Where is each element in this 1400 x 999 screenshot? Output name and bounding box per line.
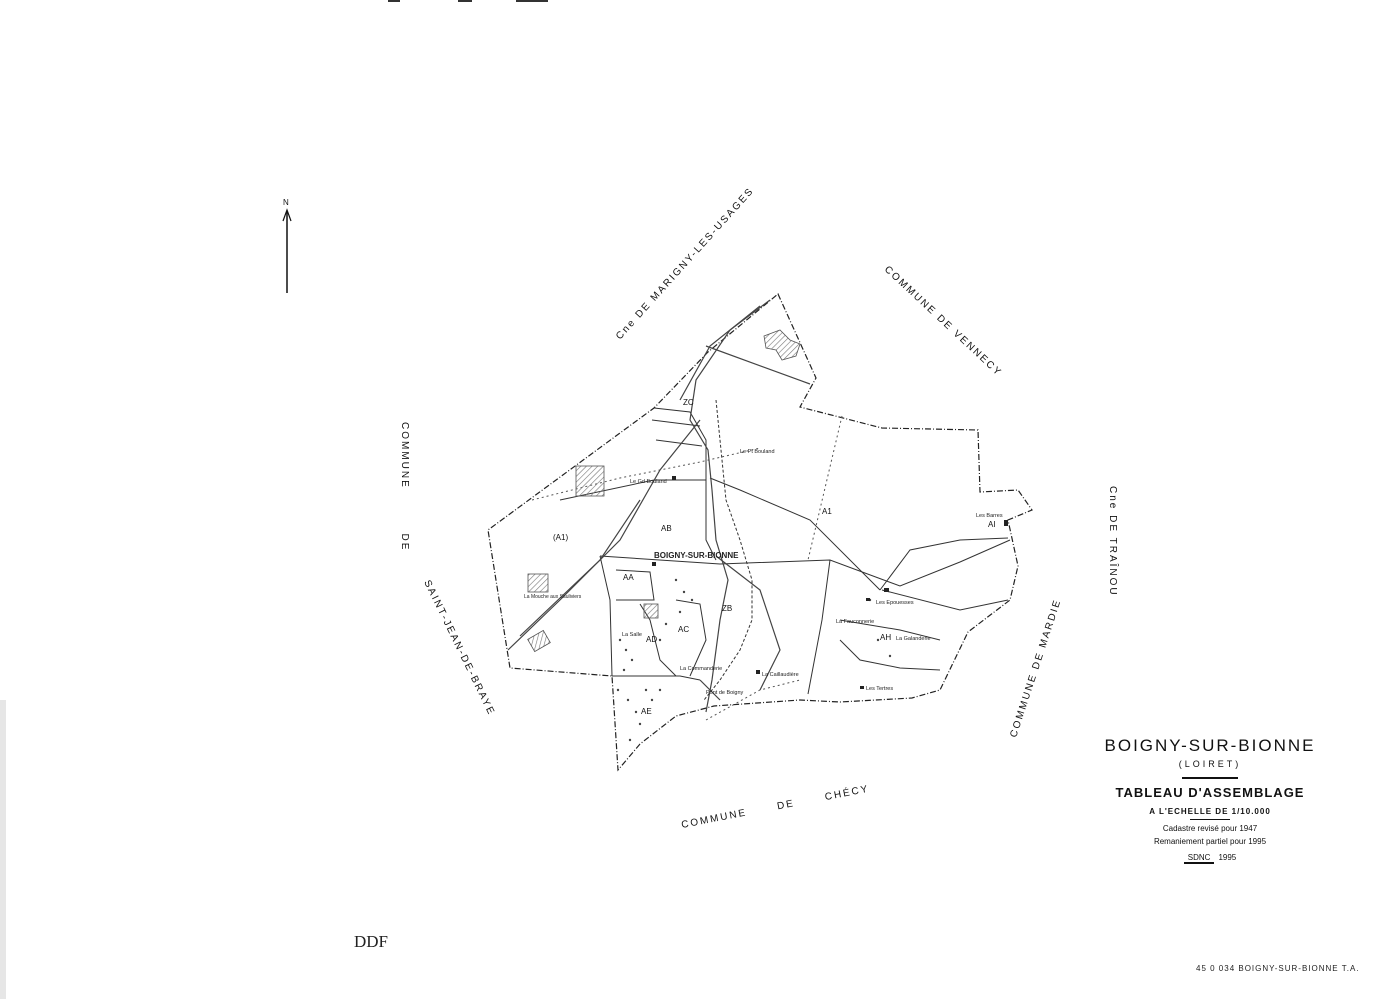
- place-label: La Caillaudière: [762, 672, 799, 678]
- hatched-parcels: [527, 329, 801, 653]
- label-trainou: Cne DE TRAÎNOU: [1107, 486, 1120, 597]
- sdnc-year: 1995: [1218, 853, 1237, 862]
- section-label: ZB: [722, 604, 732, 613]
- commune-boundary: [487, 293, 1033, 772]
- river-bionne: [703, 399, 753, 701]
- place-label: La Galanderie: [896, 636, 931, 642]
- label-stjean-top: COMMUNE DE: [399, 422, 410, 551]
- place-label: La Salle: [622, 632, 642, 638]
- cartouche: BOIGNY-SUR-BIONNE (LOIRET) TABLEAU D'ASS…: [1070, 736, 1350, 864]
- place-label: Le Pt Bouland: [740, 449, 775, 455]
- section-label: AI: [988, 520, 996, 529]
- label-vennecy: COMMUNE DE VENNECY: [882, 264, 1004, 379]
- place-labels: BOIGNY-SUR-BIONNE Le Pt Bouland Le Gd Bo…: [524, 449, 1003, 696]
- place-label: Les Epouesses: [876, 600, 914, 606]
- section-label: AA: [623, 573, 634, 582]
- map-title: BOIGNY-SUR-BIONNE: [1104, 736, 1316, 755]
- place-label: La Commanderie: [680, 666, 722, 672]
- corner-mark: DDF: [354, 932, 389, 951]
- section-label: A1: [822, 507, 832, 516]
- north-arrow-label: N: [283, 198, 289, 207]
- place-label: Le Gd Bouland: [630, 479, 667, 485]
- scale-rule: [1190, 819, 1230, 820]
- section-label: ZC: [683, 398, 694, 407]
- section-label: AE: [641, 707, 652, 716]
- label-mardie: COMMUNE DE MARDIE: [1008, 598, 1063, 739]
- map-scale: A L'ECHELLE DE 1/10.000: [1149, 807, 1271, 816]
- section-label: AB: [661, 524, 672, 533]
- place-bourg: BOIGNY-SUR-BIONNE: [654, 551, 739, 560]
- label-marigny: Cne DE MARIGNY-LES-USAGES: [614, 185, 757, 342]
- built-up-area: [616, 578, 892, 742]
- roads: [507, 299, 811, 713]
- place-label: La Fauconnerie: [836, 619, 874, 625]
- place-label: Les Tertres: [866, 686, 893, 692]
- section-label: AH: [880, 633, 891, 642]
- revision-note: Cadastre revisé pour 1947: [1162, 824, 1258, 833]
- place-label: Les Barres: [976, 513, 1003, 519]
- title-rule: [1182, 777, 1238, 779]
- buildings: [652, 476, 1008, 689]
- remaniement-note: Remaniement partiel pour 1995: [1153, 837, 1267, 846]
- department: (LOIRET): [1178, 759, 1242, 769]
- sheet-reference: 45 0 034 BOIGNY-SUR-BIONNE T.A.: [1196, 964, 1360, 973]
- section-label: AC: [678, 625, 689, 634]
- map-subtitle: TABLEAU D'ASSEMBLAGE: [1115, 785, 1305, 800]
- sdnc-mark: SDNC: [1183, 853, 1215, 864]
- north-arrow-icon: N: [282, 198, 292, 293]
- section-label: (A1): [553, 533, 568, 542]
- place-label: La Mouche aux Sauliviers: [524, 594, 582, 600]
- commune-labels: Cne DE MARIGNY-LES-USAGES COMMUNE DE VEN…: [399, 185, 1120, 831]
- label-checy: COMMUNE DE CHÉCY: [680, 782, 870, 831]
- scan-edge-shading: [0, 700, 6, 999]
- label-stjean: SAINT-JEAN-DE-BRAYE: [421, 578, 496, 717]
- section-labels: ZC AB AA AD AC AE ZB A1 AH AI (A1): [553, 398, 996, 716]
- section-boundaries: [559, 407, 1011, 695]
- section-label: AD: [646, 635, 657, 644]
- place-label: Pont de Boigny: [706, 690, 744, 696]
